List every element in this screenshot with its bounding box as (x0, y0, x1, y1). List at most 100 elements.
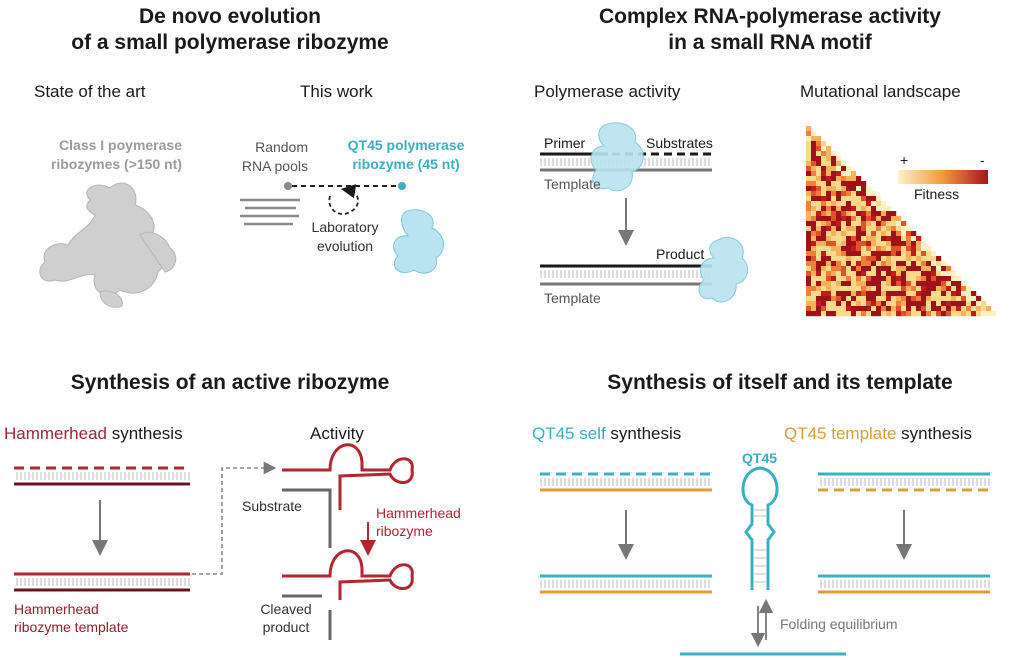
heatmap-cell (806, 296, 812, 302)
heatmap-cell (901, 226, 907, 232)
heatmap-cell (891, 251, 897, 257)
heatmap-cell (846, 196, 852, 202)
heatmap-cell (911, 291, 917, 297)
heatmap-cell (891, 241, 897, 247)
heatmap-cell (871, 226, 877, 232)
heatmap-cell (876, 311, 882, 317)
heatmap-cell (871, 241, 877, 247)
heatmap-cell (931, 301, 937, 307)
heatmap-cell (896, 231, 902, 237)
heatmap-cell (961, 311, 967, 317)
heatmap-cell (821, 211, 827, 217)
heatmap-cell (816, 221, 822, 227)
heatmap-cell (981, 311, 987, 317)
heatmap-cell (816, 201, 822, 207)
heatmap-cell (821, 156, 827, 162)
heatmap-cell (816, 291, 822, 297)
heatmap-cell (841, 221, 847, 227)
heatmap-cell (871, 206, 877, 212)
heatmap-cell (926, 256, 932, 262)
this-work-label: This work (300, 82, 373, 101)
heatmap-cell (831, 276, 837, 282)
heatmap-cell (866, 236, 872, 242)
heatmap-cell (881, 241, 887, 247)
heatmap-cell (871, 291, 877, 297)
heatmap-cell (866, 286, 872, 292)
top-left-title-line1: De novo evolution (138, 5, 321, 28)
heatmap-cell (866, 221, 872, 227)
self-rest-word: synthesis (605, 424, 682, 443)
heatmap-cell (876, 236, 882, 242)
heatmap-cell (821, 171, 827, 177)
heatmap-cell (806, 201, 812, 207)
heatmap-cell (871, 211, 877, 217)
heatmap-cell (926, 271, 932, 277)
heatmap-cell (816, 261, 822, 267)
heatmap-cell (896, 236, 902, 242)
qt45-hairpin-label: QT45 (742, 450, 778, 466)
heatmap-cell (826, 186, 832, 192)
heatmap-cell (876, 276, 882, 282)
heatmap-cell (966, 311, 972, 317)
heatmap-cell (891, 261, 897, 267)
heatmap-cell (836, 271, 842, 277)
heatmap-cell (851, 186, 857, 192)
heatmap-cell (886, 226, 892, 232)
heatmap-cell (851, 211, 857, 217)
heatmap-cell (871, 301, 877, 307)
heatmap-cell (946, 266, 952, 272)
heatmap-cell (971, 306, 977, 312)
heatmap-cell (886, 286, 892, 292)
heatmap-cell (851, 276, 857, 282)
heatmap-cell (821, 161, 827, 167)
heatmap-cell (916, 271, 922, 277)
heatmap-cell (826, 191, 832, 197)
heatmap-cell (901, 261, 907, 267)
heatmap-cell (956, 291, 962, 297)
heatmap-cell (906, 306, 912, 312)
heatmap-cell (901, 271, 907, 277)
heatmap-cell (956, 281, 962, 287)
heatmap-cell (871, 191, 877, 197)
heatmap-cell (896, 241, 902, 247)
heatmap-cell (896, 256, 902, 262)
heatmap-cell (816, 266, 822, 272)
heatmap-cell (966, 301, 972, 307)
heatmap-cell (906, 231, 912, 237)
heatmap-cell (971, 311, 977, 317)
heatmap-cell (821, 196, 827, 202)
heatmap-cell (806, 156, 812, 162)
heatmap-cell (906, 301, 912, 307)
heatmap-cell (926, 266, 932, 272)
heatmap-cell (846, 201, 852, 207)
lab-label-line2: evolution (316, 238, 374, 254)
heatmap-cell (861, 206, 867, 212)
heatmap-cell (816, 141, 822, 147)
heatmap-cell (826, 246, 832, 252)
heatmap-cell (871, 246, 877, 252)
heatmap-cell (836, 196, 842, 202)
heatmap-cell (926, 276, 932, 282)
folding-equilibrium-label: Folding equilibrium (780, 616, 898, 632)
heatmap-cell (821, 141, 827, 147)
heatmap-cell (811, 246, 817, 252)
heatmap-cell (941, 306, 947, 312)
heatmap-cell (931, 261, 937, 267)
heatmap-cell (891, 236, 897, 242)
heatmap-cell (846, 216, 852, 222)
heatmap-cell (841, 211, 847, 217)
folding-arrows (750, 598, 774, 648)
heatmap-cell (836, 216, 842, 222)
heatmap-cell (891, 271, 897, 277)
heatmap-cell (851, 231, 857, 237)
heatmap-cell (816, 196, 822, 202)
heatmap-cell (906, 256, 912, 262)
heatmap-cell (896, 216, 902, 222)
heatmap-cell (941, 271, 947, 277)
heatmap-cell (846, 271, 852, 277)
heatmap-cell (826, 311, 832, 317)
heatmap-cell (946, 276, 952, 282)
heatmap-cell (806, 256, 812, 262)
heatmap-cell (961, 286, 967, 292)
